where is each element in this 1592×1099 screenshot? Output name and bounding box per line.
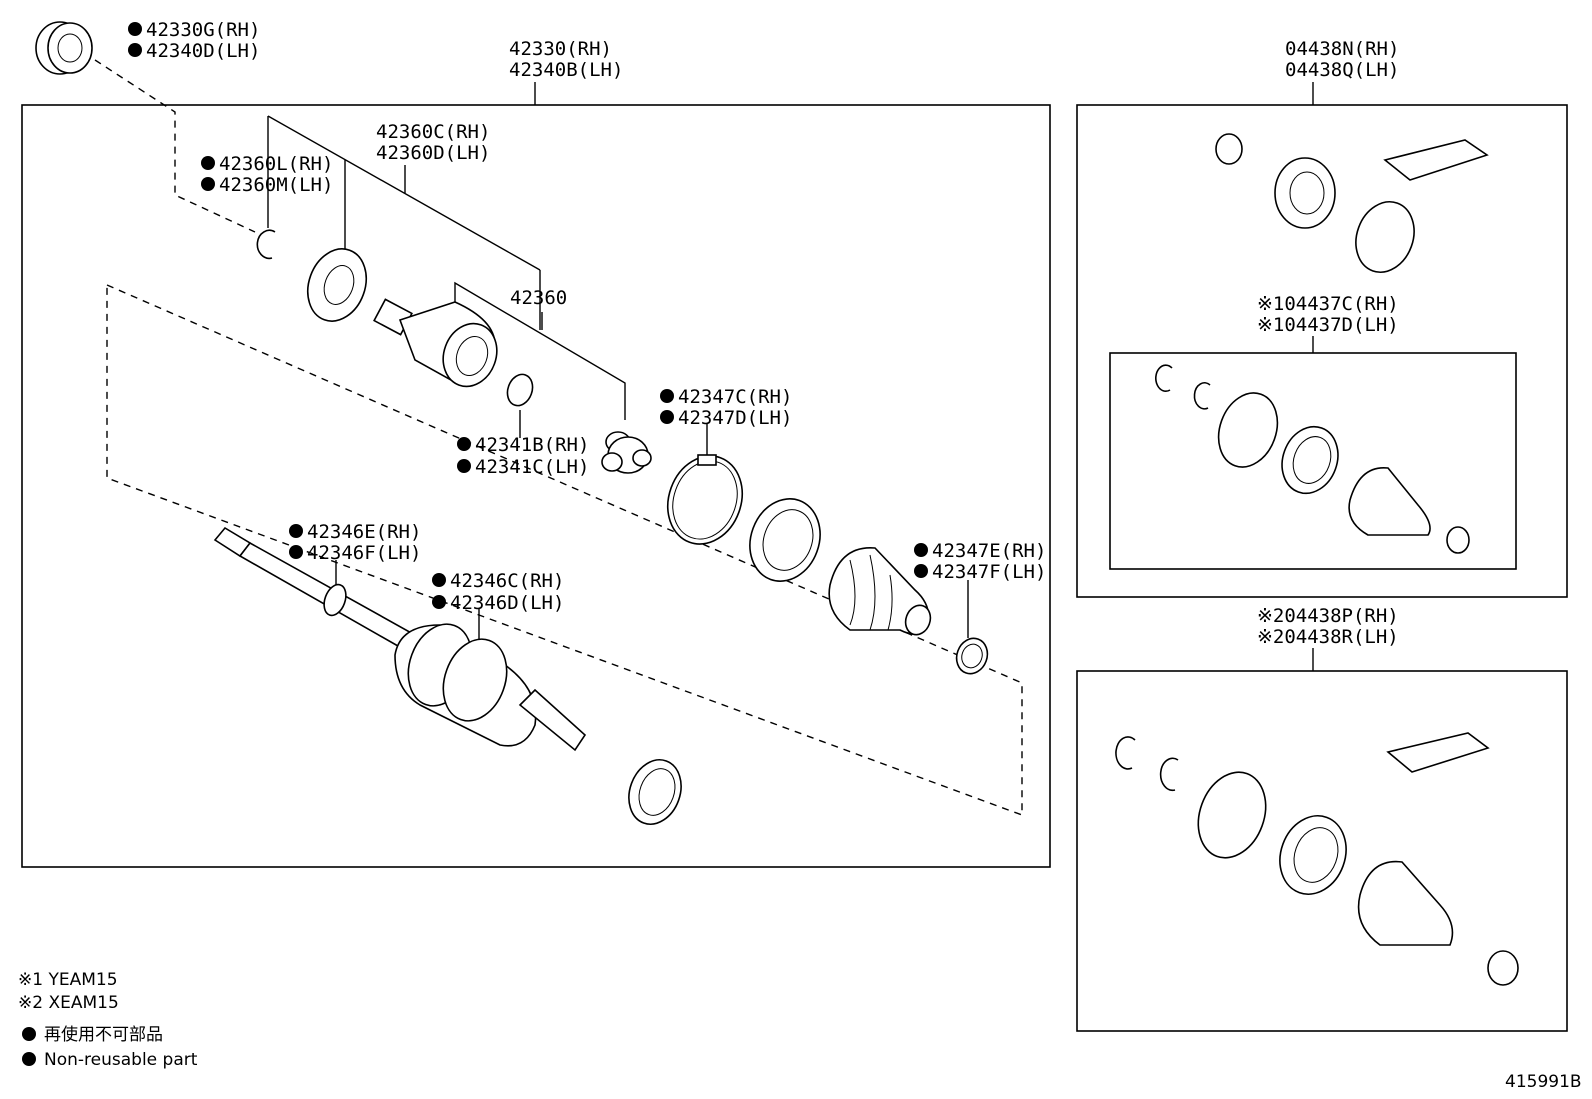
grease-pack-part	[1383, 139, 1489, 181]
label-42346f: 42346F(LH)	[307, 542, 421, 564]
label-42341b: 42341B(RH)	[475, 434, 589, 456]
outboard-seal-part	[628, 759, 682, 825]
note-yeam15: ※1 YEAM15	[18, 970, 118, 990]
boot-clamp-small-part	[955, 637, 989, 675]
label-42340b: 42340B(LH)	[509, 59, 623, 81]
kit2-clamp-small-part	[1487, 950, 1519, 986]
kit-frame-top	[1076, 104, 1568, 598]
label-04438n: 04438N(RH)	[1285, 38, 1399, 60]
label-42360l: 42360L(RH)	[219, 153, 333, 175]
outboard-joint-part	[394, 623, 587, 752]
kit-sub-clamp-large-part	[1217, 392, 1279, 468]
label-42347d: 42347D(LH)	[678, 407, 792, 429]
label-42346e: 42346E(RH)	[307, 521, 421, 543]
kit-clamp-large-part	[1355, 201, 1415, 273]
snap-ring-part	[256, 229, 276, 260]
label-42347f: 42347F(LH)	[932, 561, 1046, 583]
label-42360m: 42360M(LH)	[219, 174, 333, 196]
label-04438r: ※204438R(LH)	[1257, 626, 1399, 648]
kit2-clamp-large-part	[1197, 771, 1267, 859]
circlip-part	[506, 373, 534, 407]
label-42341c: 42341C(LH)	[475, 456, 589, 478]
note-non-reusable-en: Non-reusable part	[44, 1050, 198, 1070]
kit-snap-ring-2-part	[1193, 382, 1211, 410]
kit2-snap-ring-2-part	[1159, 757, 1179, 792]
inboard-boot-part	[828, 547, 932, 636]
boot-ring-part	[749, 498, 821, 582]
note-xeam15: ※2 XEAM15	[18, 993, 119, 1013]
figure-id: 415991B	[1505, 1072, 1582, 1092]
kit2-boot-part	[1357, 860, 1454, 946]
label-04437d: ※104437D(LH)	[1257, 314, 1399, 336]
main-assembly-frame	[21, 104, 1051, 868]
kit-frame-bottom	[1076, 670, 1568, 1032]
drive-shaft-part	[213, 526, 417, 652]
label-42330: 42330(RH)	[509, 38, 612, 60]
kit-sub-boot-ring-part	[1281, 425, 1339, 495]
label-42340d: 42340D(LH)	[146, 40, 260, 62]
label-42347c: 42347C(RH)	[678, 386, 792, 408]
label-42346c: 42346C(RH)	[450, 570, 564, 592]
kit2-snap-ring-1-part	[1115, 736, 1136, 770]
label-42360d: 42360D(LH)	[376, 142, 490, 164]
kit-sub-clamp-small-part	[1446, 526, 1470, 554]
label-04438q: 04438Q(LH)	[1285, 59, 1399, 81]
kit-snap-ring-1-part	[1155, 364, 1173, 392]
kit2-boot-ring-part	[1279, 815, 1347, 895]
kit-sub-boot-part	[1348, 467, 1431, 536]
kit-clamp-small-part	[1215, 133, 1243, 165]
note-non-reusable-jp: 再使用不可部品	[44, 1024, 163, 1045]
dust-seal-part	[35, 21, 93, 75]
kit2-grease-pack-part	[1386, 732, 1490, 773]
label-42360: 42360	[510, 287, 567, 309]
label-42347e: 42347E(RH)	[932, 540, 1046, 562]
label-42346d: 42346D(LH)	[450, 592, 564, 614]
washer-part	[307, 248, 367, 322]
boot-clamp-large-part	[667, 454, 743, 545]
tripod-part	[601, 431, 652, 474]
inboard-joint-housing-part	[373, 298, 498, 388]
label-42360c: 42360C(RH)	[376, 121, 490, 143]
label-42330g: 42330G(RH)	[146, 19, 260, 41]
kit-boot-ring-part	[1274, 157, 1336, 229]
label-04438p: ※204438P(RH)	[1257, 605, 1399, 627]
label-04437c: ※104437C(RH)	[1257, 293, 1399, 315]
